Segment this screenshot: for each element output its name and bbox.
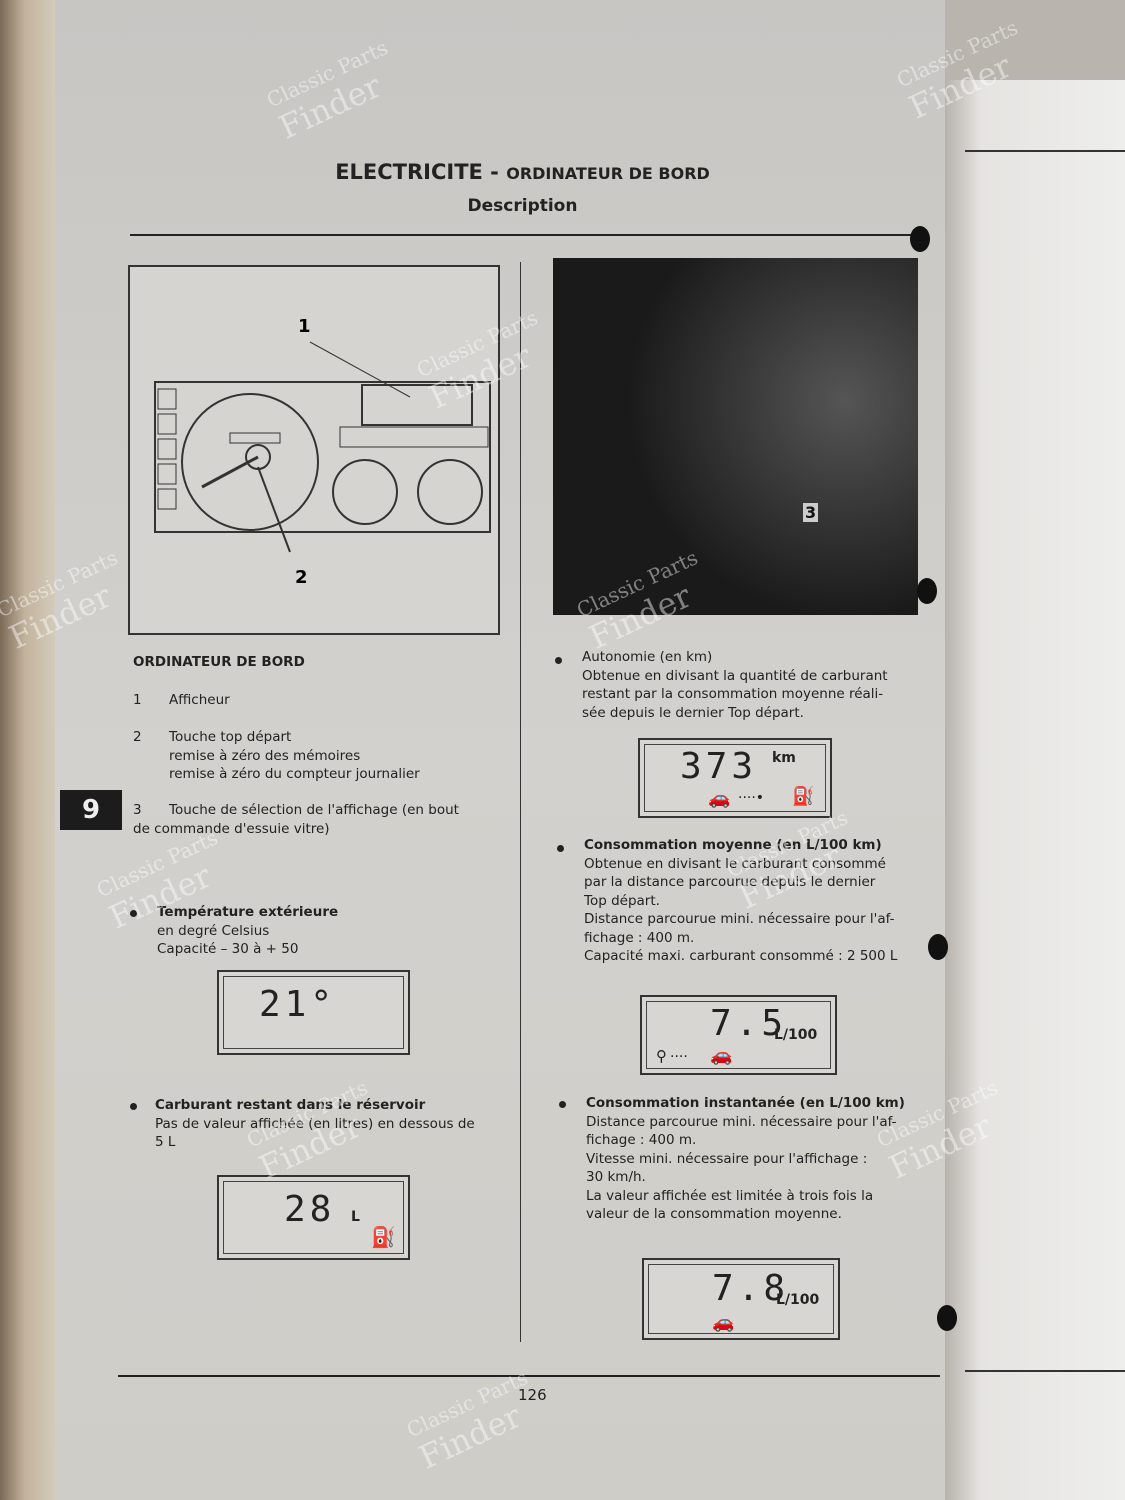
header-section: ELECTRICITE [335, 160, 483, 184]
column-divider [520, 262, 521, 1342]
car-icon: 🚗 [712, 1312, 735, 1333]
range-line: sée depuis le dernier Top départ. [582, 704, 804, 721]
instrument-cluster-drawing: 1 2 [154, 316, 491, 588]
lcd-value: 21° [259, 984, 337, 1025]
range-line: Obtenue en divisant la quantité de carbu… [582, 667, 888, 684]
lcd-value: 28 [284, 1189, 336, 1230]
lcd-unit: L/100 [774, 1027, 818, 1043]
item-line: remise à zéro du compteur journalier [169, 766, 420, 782]
item-line: Afficheur [169, 692, 230, 708]
lcd-value: 7.5 [710, 1003, 788, 1044]
dashboard-photo: 3 [553, 258, 918, 615]
lcd-fuel: 28 L ⛽ [217, 1175, 410, 1260]
fuel-line: Pas de valeur affichée (en litres) en de… [155, 1115, 475, 1132]
lcd-unit: km [772, 750, 796, 766]
lcd-temperature: 21° [217, 970, 410, 1055]
lcd-unit: L/100 [776, 1292, 820, 1308]
item-num: 2 [133, 729, 142, 745]
avg-line: par la distance parcourue depuis le dern… [584, 874, 876, 890]
bullet [559, 1101, 566, 1108]
bullet [130, 1103, 137, 1110]
item-num: 1 [133, 692, 142, 708]
inst-line: valeur de la consommation moyenne. [586, 1206, 842, 1222]
range-title: Autonomie (en km) [582, 649, 713, 665]
avg-section: Consommation moyenne (en L/100 km) Obtenu… [584, 836, 919, 966]
car-icon: 🚗 [710, 1045, 733, 1066]
dots-arrow: ····• [738, 790, 765, 806]
temp-line: en degré Celsius [157, 922, 270, 939]
avg-line: Obtenue en divisant le carburant consomm… [584, 855, 886, 872]
lcd-unit: L [351, 1209, 360, 1225]
punch-hole [928, 934, 948, 960]
lcd-range: 373 km 🚗 ····• ⛽ [638, 738, 832, 818]
temp-title: Température extérieure [157, 904, 339, 920]
item-num: 3 [133, 802, 142, 818]
range-section: Autonomie (en km) Obtenue en divisant la … [582, 648, 917, 722]
chapter-tab: 9 [60, 790, 122, 830]
car-icon: 🚗 [708, 788, 731, 809]
avg-line: Capacité maxi. carburant consommé : 2 50… [584, 948, 898, 964]
avg-line: Top départ. [584, 892, 660, 909]
item-1: 1 Afficheur [133, 691, 230, 710]
bullet [555, 657, 562, 664]
lcd-value: 7.8 [712, 1268, 790, 1309]
header-subsection: ORDINATEUR DE BORD [506, 164, 710, 183]
inst-line: fichage : 400 m. [586, 1132, 697, 1148]
avg-line: fichage : 400 m. [584, 929, 695, 946]
fuel-title: Carburant restant dans le réservoir [155, 1097, 426, 1113]
item-2: 2 Touche top départ remise à zéro des mémo… [133, 728, 513, 782]
callout-2: 2 [295, 567, 308, 588]
dots: ···· [670, 1049, 688, 1065]
punch-hole [937, 1305, 957, 1331]
book-binding [0, 0, 62, 1500]
fuel-pump-icon: ⛽ [792, 786, 815, 807]
next-page-edge [945, 80, 1125, 1500]
fuel-line: 5 L [155, 1134, 176, 1150]
left-heading: ORDINATEUR DE BORD [133, 654, 305, 670]
punch-hole [910, 226, 930, 252]
pin-icon: ⚲ [656, 1047, 667, 1065]
fuel-pump-icon: ⛽ [371, 1225, 396, 1249]
range-line: restant par la consommation moyenne réal… [582, 686, 884, 702]
inst-line: La valeur affichée est limitée à trois f… [586, 1187, 874, 1204]
bullet [130, 910, 137, 917]
page-subtitle: Description [467, 196, 578, 216]
inst-line: 30 km/h. [586, 1169, 646, 1185]
inst-section: Consommation instantanée (en L/100 km) Di… [586, 1094, 926, 1224]
item-line: Touche top départ [169, 729, 292, 745]
item-3: 3 Touche de sélection de l'affichage (en … [133, 801, 513, 838]
temp-line: Capacité – 30 à + 50 [157, 941, 299, 957]
bullet [557, 845, 564, 852]
page-header: ELECTRICITE - ORDINATEUR DE BORD [130, 160, 915, 184]
item-line: de commande d'essuie vitre) [133, 820, 330, 837]
page-number: 126 [518, 1386, 547, 1404]
item-line: remise à zéro des mémoires [169, 747, 361, 764]
footer-rule [118, 1375, 940, 1377]
inst-line: Distance parcourue mini. nécessaire pour… [586, 1113, 897, 1130]
lcd-value: 373 [680, 746, 758, 787]
avg-line: Distance parcourue mini. nécessaire pour… [584, 911, 895, 927]
photo-callout-3: 3 [803, 503, 819, 522]
header-sep: - [482, 160, 507, 184]
avg-title: Consommation moyenne (en L/100 km) [584, 837, 882, 853]
dashboard-diagram: 1 2 [128, 265, 500, 635]
callout-1: 1 [298, 316, 311, 337]
item-line: Touche de sélection de l'affichage (en b… [169, 802, 459, 818]
punch-hole [917, 578, 937, 604]
inst-line: Vitesse mini. nécessaire pour l'affichag… [586, 1150, 868, 1167]
header-rule [130, 234, 915, 236]
inst-title: Consommation instantanée (en L/100 km) [586, 1095, 905, 1111]
